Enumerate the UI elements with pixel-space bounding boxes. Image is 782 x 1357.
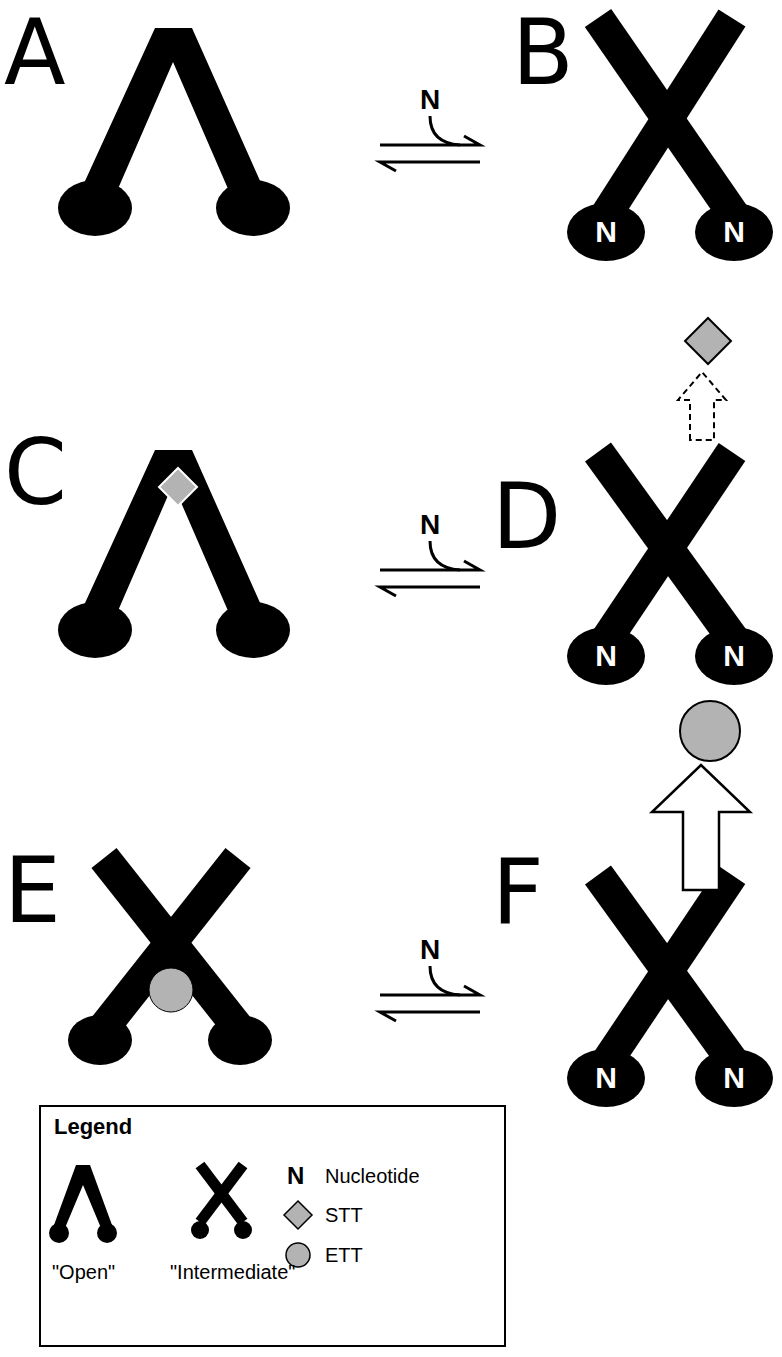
- equilibrium-arrow: [380, 116, 480, 171]
- open-shape: [80, 450, 265, 620]
- domain-head: [216, 602, 290, 658]
- nucleotide-bound-head: N: [695, 1049, 773, 1107]
- nucleotide-bound-head: N: [567, 627, 645, 685]
- legend-intermediate-sample: [191, 1221, 209, 1239]
- domain-head: [208, 1015, 272, 1065]
- equilibrium-arrow: [380, 966, 480, 1021]
- head-ellipse: [567, 203, 645, 261]
- nucleotide-text: N: [567, 203, 645, 261]
- nucleotide-text: N: [695, 203, 773, 261]
- nucleotide-label: N: [420, 86, 440, 114]
- head-ellipse: [567, 627, 645, 685]
- ett-circle: [149, 968, 193, 1012]
- intermediate-arm: [598, 452, 734, 640]
- intermediate-arm: [598, 875, 734, 1063]
- panel-letter: A: [4, 8, 66, 98]
- head-ellipse: [695, 1049, 773, 1107]
- intermediate-arm: [102, 858, 238, 1030]
- open-shape: [80, 28, 265, 198]
- panel-letter: E: [4, 846, 61, 936]
- intermediate-arm: [606, 875, 732, 1063]
- legend-stt-sample: [284, 1201, 312, 1229]
- nucleotide-bound-head: N: [695, 627, 773, 685]
- head-ellipse: [695, 203, 773, 261]
- release-arrow: [652, 765, 750, 890]
- legend-symbol: N: [287, 1164, 304, 1188]
- panel-letter: F: [492, 848, 544, 938]
- legend-text: "Open": [52, 1262, 115, 1282]
- nucleotide-label: N: [420, 936, 440, 964]
- nucleotide-text: N: [567, 627, 645, 685]
- intermediate-arm: [598, 18, 734, 215]
- domain-head: [58, 602, 132, 658]
- nucleotide-bound-head: N: [567, 1049, 645, 1107]
- stt-diamond: [685, 318, 731, 364]
- legend-intermediate-sample: [234, 1221, 252, 1239]
- legend-text: STT: [325, 1205, 363, 1225]
- legend-open-sample: [49, 1223, 69, 1243]
- legend-text: "Intermediate": [170, 1262, 295, 1282]
- nucleotide-bound-head: N: [567, 203, 645, 261]
- ett-circle: [680, 701, 740, 761]
- nucleotide-text: N: [695, 1049, 773, 1107]
- intermediate-arm: [606, 452, 732, 640]
- domain-head: [216, 180, 290, 236]
- panel-letter: D: [492, 472, 561, 562]
- legend-intermediate-sample: [200, 1165, 243, 1222]
- release-arrow: [678, 372, 726, 440]
- nucleotide-text: N: [695, 627, 773, 685]
- legend-box: [40, 1106, 505, 1346]
- legend-open-sample: [97, 1223, 117, 1243]
- legend-open-sample: [54, 1165, 112, 1228]
- legend-text: Nucleotide: [325, 1166, 420, 1186]
- domain-head: [68, 1015, 132, 1065]
- stt-diamond: [159, 468, 197, 506]
- head-ellipse: [695, 627, 773, 685]
- legend-text: ETT: [325, 1245, 363, 1265]
- legend-title: Legend: [54, 1116, 132, 1138]
- domain-head: [58, 180, 132, 236]
- panel-letter: C: [4, 428, 67, 518]
- panel-letter: B: [512, 8, 574, 98]
- nucleotide-label: N: [420, 511, 440, 539]
- nucleotide-text: N: [567, 1049, 645, 1107]
- head-ellipse: [567, 1049, 645, 1107]
- intermediate-arm: [606, 18, 732, 215]
- legend-intermediate-sample: [200, 1165, 243, 1222]
- equilibrium-arrow: [380, 541, 480, 596]
- nucleotide-bound-head: N: [695, 203, 773, 261]
